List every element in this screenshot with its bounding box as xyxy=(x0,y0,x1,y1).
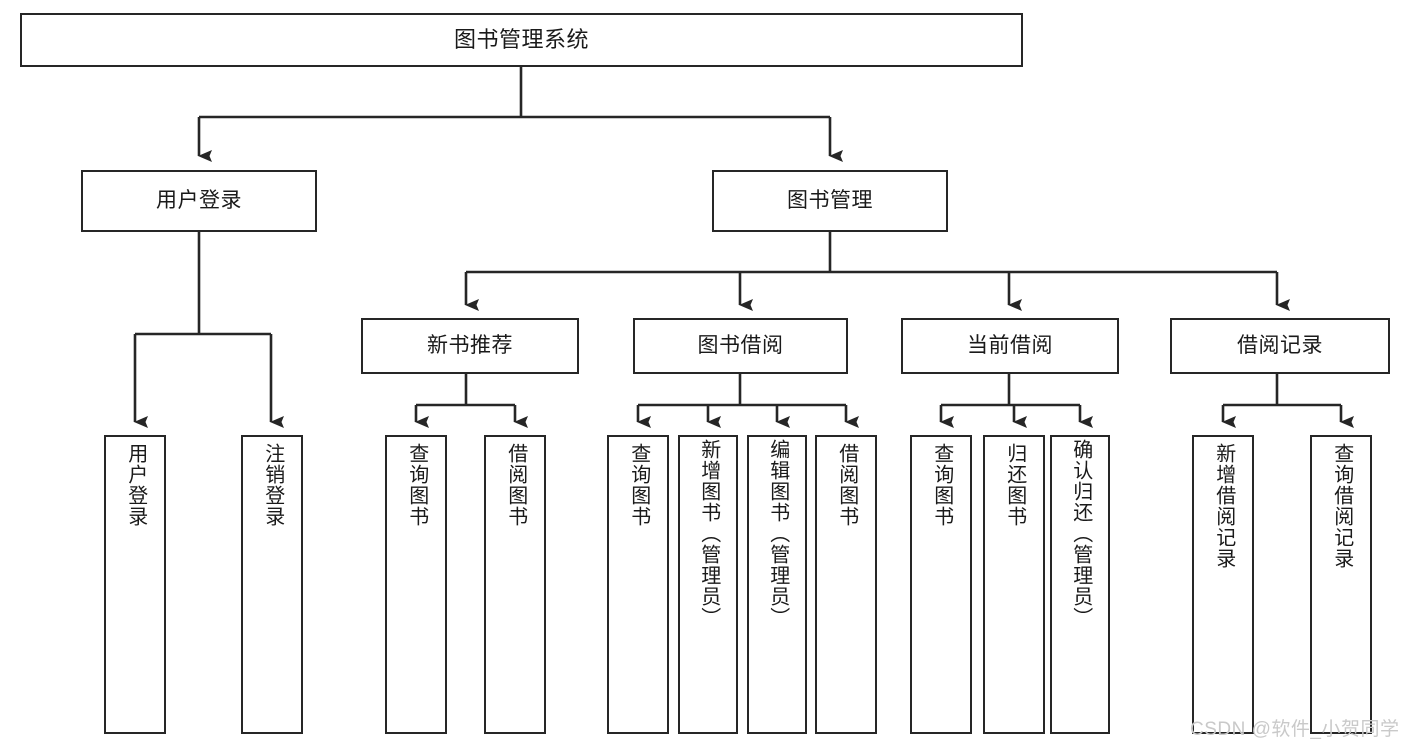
node-label: 图书借阅 xyxy=(697,333,784,357)
node-label: 注销登录 xyxy=(261,443,284,527)
node-leaf-edit-book-admin[interactable]: 编辑图书（管理员） xyxy=(747,435,807,734)
node-book-borrowing[interactable]: 图书借阅 xyxy=(633,318,848,374)
node-leaf-user-login[interactable]: 用户登录 xyxy=(104,435,166,734)
node-label: 借阅记录 xyxy=(1237,333,1323,357)
node-label: 编辑图书（管理员） xyxy=(766,439,789,628)
node-leaf-confirm-return-admin[interactable]: 确认归还（管理员） xyxy=(1050,435,1110,734)
node-borrowing-record[interactable]: 借阅记录 xyxy=(1170,318,1390,374)
node-user-login[interactable]: 用户登录 xyxy=(81,170,317,232)
node-label: 查询图书 xyxy=(930,443,953,527)
node-leaf-query-book-3[interactable]: 查询图书 xyxy=(910,435,972,734)
node-label: 新书推荐 xyxy=(427,333,513,357)
node-leaf-add-borrow-record[interactable]: 新增借阅记录 xyxy=(1192,435,1254,734)
node-new-book-recommendation[interactable]: 新书推荐 xyxy=(361,318,579,374)
node-label: 用户登录 xyxy=(156,188,242,212)
node-label: 新增借阅记录 xyxy=(1212,443,1235,569)
node-label: 借阅图书 xyxy=(504,443,527,527)
node-label: 当前借阅 xyxy=(967,333,1053,357)
node-label: 归还图书 xyxy=(1003,443,1026,527)
node-label: 图书管理 xyxy=(787,188,873,212)
node-label: 用户登录 xyxy=(124,443,147,527)
node-book-management[interactable]: 图书管理 xyxy=(712,170,948,232)
node-current-borrowing[interactable]: 当前借阅 xyxy=(901,318,1119,374)
node-leaf-query-book-1[interactable]: 查询图书 xyxy=(385,435,447,734)
node-leaf-borrow-book-1[interactable]: 借阅图书 xyxy=(484,435,546,734)
node-leaf-query-book-2[interactable]: 查询图书 xyxy=(607,435,669,734)
node-root-system[interactable]: 图书管理系统 xyxy=(20,13,1023,67)
node-label: 新增图书（管理员） xyxy=(697,439,720,628)
node-label: 借阅图书 xyxy=(835,443,858,527)
node-label: 查询图书 xyxy=(405,443,428,527)
node-leaf-add-book-admin[interactable]: 新增图书（管理员） xyxy=(678,435,738,734)
node-label: 确认归还（管理员） xyxy=(1069,439,1092,628)
node-leaf-query-borrow-record[interactable]: 查询借阅记录 xyxy=(1310,435,1372,734)
node-label: 图书管理系统 xyxy=(453,27,589,53)
node-leaf-logout[interactable]: 注销登录 xyxy=(241,435,303,734)
node-label: 查询图书 xyxy=(627,443,650,527)
node-label: 查询借阅记录 xyxy=(1330,443,1353,569)
csdn-watermark: CSDN @软件_小贺同学 xyxy=(1190,719,1400,740)
node-leaf-borrow-book-2[interactable]: 借阅图书 xyxy=(815,435,877,734)
node-leaf-return-book[interactable]: 归还图书 xyxy=(983,435,1045,734)
